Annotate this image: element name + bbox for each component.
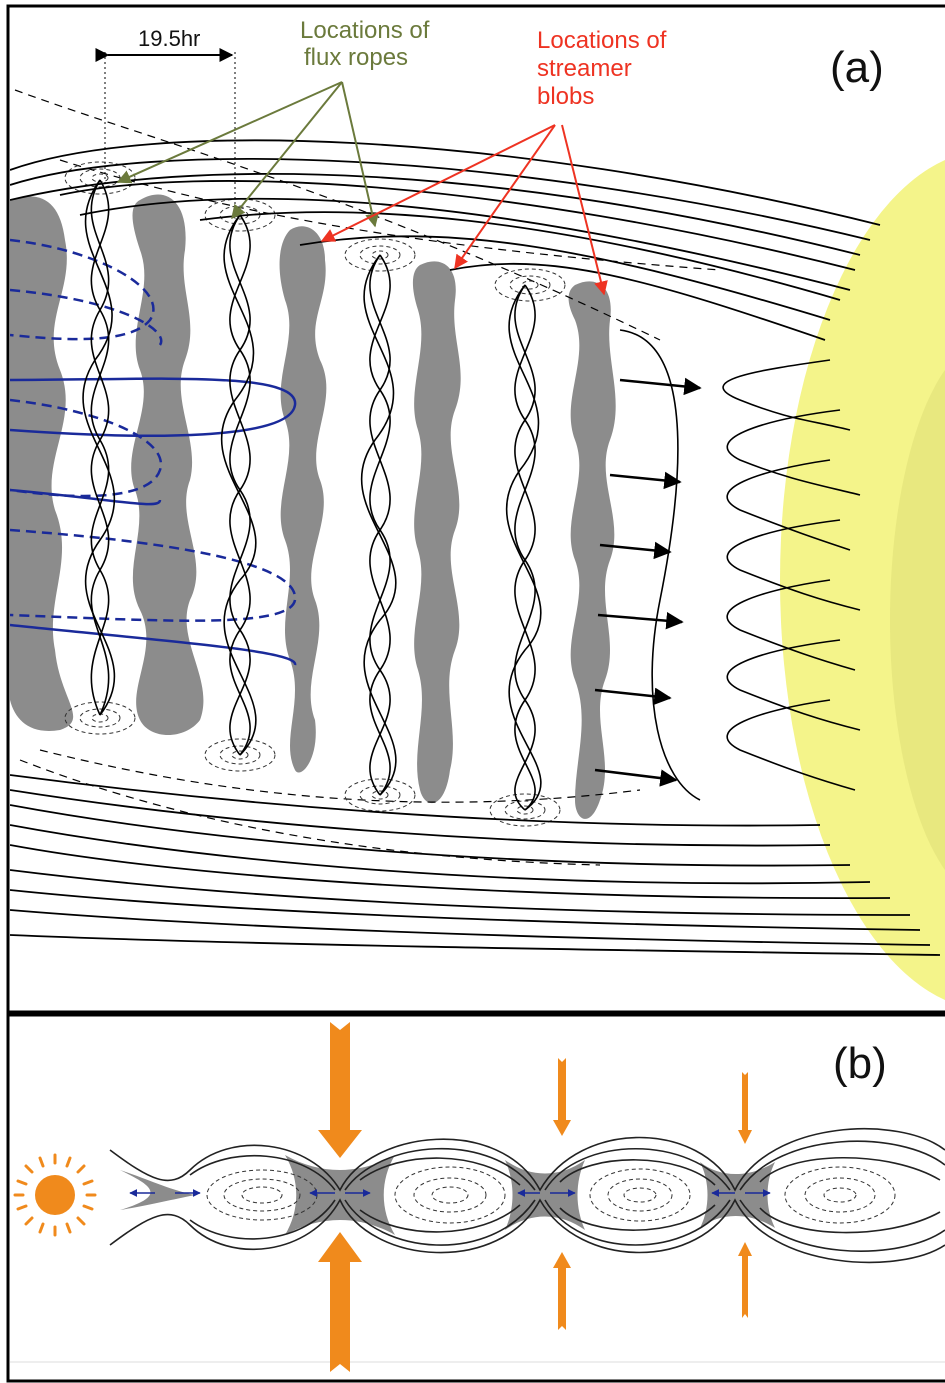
streamer-blobs-label: Locations of streamer blobs	[537, 27, 673, 110]
sheet-field-lines	[109, 1128, 945, 1264]
streamer-blobs	[10, 194, 616, 819]
blue-field-lines	[10, 238, 297, 666]
open-field-lines-bottom	[10, 774, 941, 956]
magnetic-islands	[206, 1166, 896, 1224]
panel-b: (b)	[6, 1013, 945, 1383]
closed-loops-near-sun	[619, 329, 861, 801]
panel-a-label: (a)	[830, 43, 884, 92]
flux-rope-helices	[82, 179, 542, 811]
sun-icon	[13, 1153, 97, 1237]
streamer-blob-pointers	[320, 124, 608, 296]
inflow-arrows	[318, 1022, 752, 1372]
flux-ropes-label: Locations of flux ropes	[300, 17, 436, 71]
period-scale-label: 19.5hr	[138, 26, 200, 51]
flux-rope-pointers	[116, 81, 380, 228]
outflow-arrows	[594, 377, 702, 787]
period-scale	[95, 48, 236, 215]
panel-b-label: (b)	[833, 1039, 887, 1088]
panel-a: 19.5hr Locations of flux ropes Locations…	[6, 4, 945, 1014]
sun-body	[780, 160, 945, 1000]
open-field-lines-top	[10, 139, 881, 341]
